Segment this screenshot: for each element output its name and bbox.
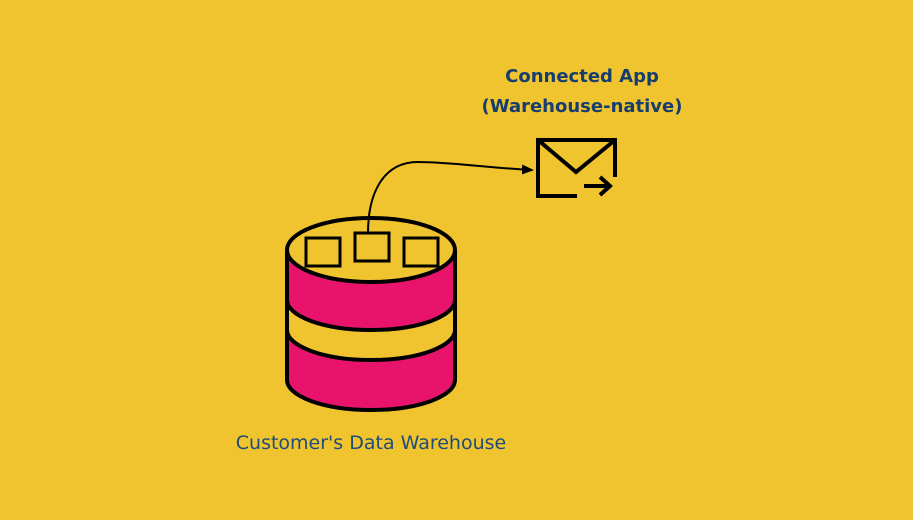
database-top <box>285 216 457 284</box>
database-divider-1 <box>285 299 457 332</box>
database-icon <box>285 216 457 412</box>
database-record <box>402 236 440 268</box>
database-bottom <box>285 379 457 412</box>
database-band-top <box>287 250 455 330</box>
connected-app-label: Connected App (Warehouse-native) <box>462 62 702 122</box>
connected-app-subtitle: (Warehouse-native) <box>481 96 683 117</box>
send-arrow-head <box>598 175 613 197</box>
database-record <box>304 236 342 268</box>
connected-app-title: Connected App <box>505 66 659 87</box>
envelope-flap <box>536 138 617 175</box>
database-divider-2 <box>285 329 457 362</box>
database-record <box>353 231 391 263</box>
connection-arrow <box>367 160 534 234</box>
database-band-bottom <box>287 330 455 410</box>
email-send-icon <box>536 138 617 198</box>
data-warehouse-label: Customer's Data Warehouse <box>235 432 507 454</box>
